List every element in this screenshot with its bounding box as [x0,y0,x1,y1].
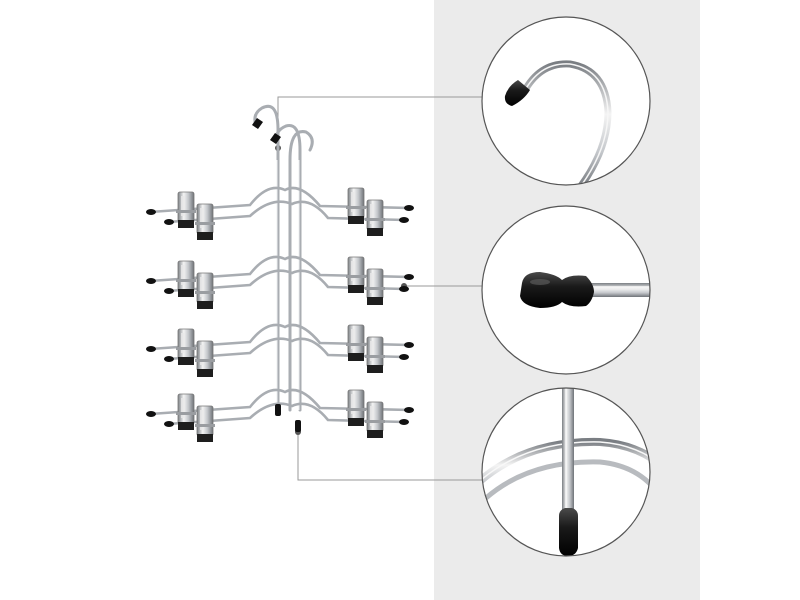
stem-end-cap-icon [559,508,578,556]
bar-end-cap-icon [520,272,594,308]
hook-cap-icon [270,133,281,144]
background-right [700,0,800,600]
hook-cap-icon [252,118,263,129]
hook-tip-detail [481,16,651,186]
stem-cap-icon [275,404,281,416]
stem-cap-icon [295,420,301,432]
bar-end-detail [481,205,651,375]
bar-end-caps [146,205,414,427]
stem-end-detail [481,387,651,557]
hook-end-cap-icon [504,80,530,106]
hanger-bars [148,186,412,426]
background-left [0,0,434,600]
clip-hanger [146,104,414,443]
